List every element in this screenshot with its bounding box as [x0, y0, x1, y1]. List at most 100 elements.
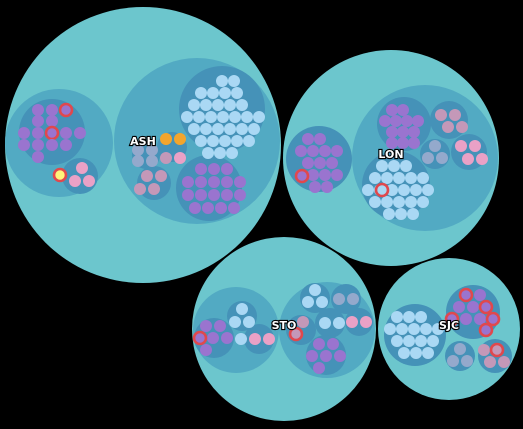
node[interactable] — [46, 115, 58, 127]
node[interactable] — [447, 355, 459, 367]
node[interactable] — [347, 293, 359, 305]
node[interactable] — [146, 155, 158, 167]
node[interactable] — [381, 172, 393, 184]
node[interactable] — [207, 332, 219, 344]
node[interactable] — [214, 147, 226, 159]
node[interactable] — [401, 115, 413, 127]
node[interactable] — [243, 135, 255, 147]
node[interactable] — [388, 160, 400, 172]
node[interactable] — [427, 335, 439, 347]
node[interactable] — [60, 139, 72, 151]
node[interactable] — [467, 301, 479, 313]
node[interactable] — [313, 362, 325, 374]
node[interactable] — [226, 147, 238, 159]
node[interactable] — [32, 139, 44, 151]
node[interactable] — [207, 87, 219, 99]
alert-node[interactable] — [444, 311, 460, 327]
node[interactable] — [208, 176, 220, 188]
node[interactable] — [316, 296, 328, 308]
alert-node[interactable] — [52, 167, 68, 183]
node[interactable] — [309, 181, 321, 193]
node[interactable] — [243, 316, 255, 328]
node[interactable] — [429, 140, 441, 152]
node[interactable] — [307, 169, 319, 181]
node[interactable] — [295, 145, 307, 157]
alert-node[interactable] — [458, 287, 474, 303]
node[interactable] — [369, 196, 381, 208]
node[interactable] — [60, 127, 72, 139]
node[interactable] — [200, 99, 212, 111]
node[interactable] — [334, 350, 346, 362]
node[interactable] — [202, 147, 214, 159]
alert-node[interactable] — [478, 299, 494, 315]
node[interactable] — [253, 111, 265, 123]
node[interactable] — [449, 109, 461, 121]
node[interactable] — [182, 176, 194, 188]
node[interactable] — [160, 152, 172, 164]
alert-node[interactable] — [374, 182, 390, 198]
node[interactable] — [331, 169, 343, 181]
node[interactable] — [46, 139, 58, 151]
rack[interactable] — [331, 284, 361, 314]
node[interactable] — [214, 320, 226, 332]
node[interactable] — [333, 317, 345, 329]
node[interactable] — [188, 123, 200, 135]
node[interactable] — [417, 196, 429, 208]
node[interactable] — [297, 316, 309, 328]
node[interactable] — [319, 317, 331, 329]
node[interactable] — [391, 335, 403, 347]
node[interactable] — [403, 311, 415, 323]
node[interactable] — [74, 127, 86, 139]
node[interactable] — [132, 155, 144, 167]
node[interactable] — [408, 126, 420, 138]
node[interactable] — [320, 350, 332, 362]
node[interactable] — [32, 127, 44, 139]
node[interactable] — [435, 109, 447, 121]
node[interactable] — [393, 172, 405, 184]
node[interactable] — [455, 140, 467, 152]
alert-node[interactable] — [294, 168, 310, 184]
node[interactable] — [249, 333, 261, 345]
node[interactable] — [195, 176, 207, 188]
node[interactable] — [376, 160, 388, 172]
node[interactable] — [302, 157, 314, 169]
node[interactable] — [417, 172, 429, 184]
node[interactable] — [474, 313, 486, 325]
node[interactable] — [397, 137, 409, 149]
node[interactable] — [484, 356, 496, 368]
node[interactable] — [202, 202, 214, 214]
node[interactable] — [221, 163, 233, 175]
node[interactable] — [134, 183, 146, 195]
node[interactable] — [148, 183, 160, 195]
node[interactable] — [200, 123, 212, 135]
alert-node[interactable] — [478, 322, 494, 338]
node[interactable] — [236, 303, 248, 315]
node[interactable] — [69, 175, 81, 187]
node[interactable] — [212, 123, 224, 135]
node[interactable] — [461, 355, 473, 367]
node[interactable] — [386, 184, 398, 196]
node[interactable] — [410, 184, 422, 196]
node[interactable] — [319, 169, 331, 181]
node[interactable] — [217, 111, 229, 123]
node[interactable] — [398, 184, 410, 196]
node[interactable] — [369, 172, 381, 184]
node[interactable] — [405, 196, 417, 208]
node[interactable] — [195, 135, 207, 147]
node[interactable] — [200, 320, 212, 332]
node[interactable] — [398, 347, 410, 359]
node[interactable] — [231, 135, 243, 147]
node[interactable] — [313, 338, 325, 350]
node[interactable] — [302, 133, 314, 145]
node[interactable] — [189, 202, 201, 214]
node[interactable] — [405, 172, 417, 184]
node[interactable] — [141, 170, 153, 182]
node[interactable] — [231, 87, 243, 99]
node[interactable] — [76, 162, 88, 174]
node[interactable] — [476, 153, 488, 165]
node[interactable] — [221, 332, 233, 344]
node[interactable] — [474, 289, 486, 301]
node[interactable] — [306, 350, 318, 362]
node[interactable] — [174, 133, 186, 145]
node[interactable] — [407, 208, 419, 220]
